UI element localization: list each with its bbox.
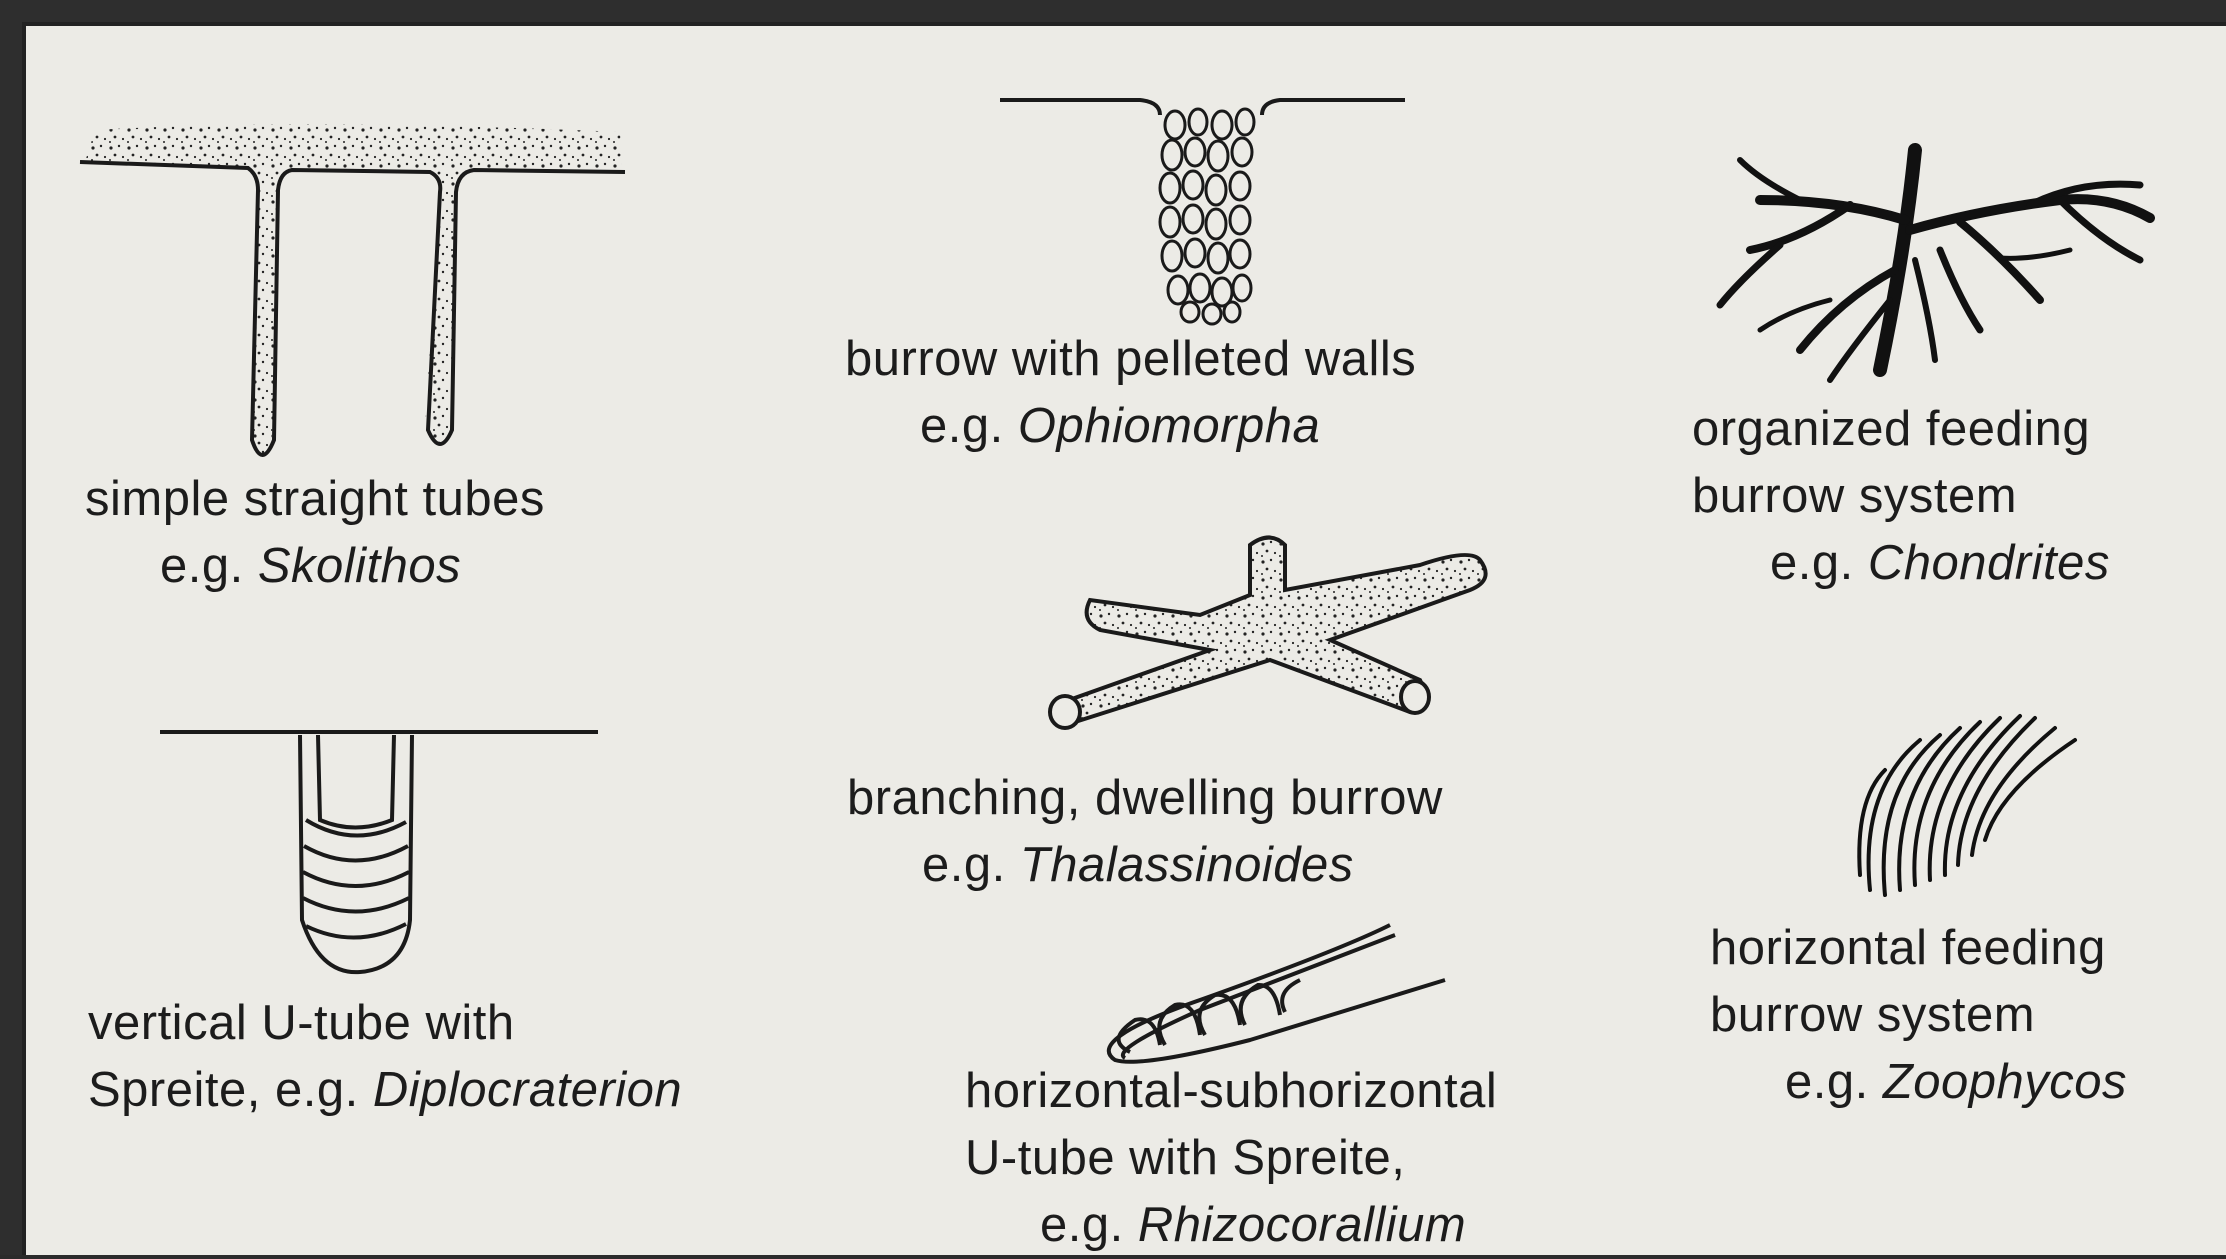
caption-ophiomorpha-line2: e.g. Ophiomorpha [845, 393, 1416, 460]
caption-ophiomorpha: burrow with pelleted walls e.g. Ophiomor… [845, 326, 1416, 460]
caption-chondrites-line2: burrow system [1692, 463, 2110, 530]
skolithos-illustration [80, 124, 625, 455]
caption-zoophycos-genus: Zoophycos [1883, 1055, 2127, 1109]
caption-rhizocorallium-line2: U-tube with Spreite, [965, 1125, 1497, 1192]
caption-ophiomorpha-genus: Ophiomorpha [1018, 399, 1320, 453]
caption-diplocraterion: vertical U-tube with Spreite, e.g. Diplo… [88, 990, 682, 1124]
rhizocorallium-illustration [1109, 925, 1445, 1062]
chondrites-illustration [1720, 150, 2150, 380]
caption-rhizocorallium-line3: e.g. Rhizocorallium [965, 1192, 1497, 1259]
caption-zoophycos-eg: e.g. [1785, 1055, 1869, 1109]
caption-ophiomorpha-eg: e.g. [920, 399, 1004, 453]
caption-thalassinoides-genus: Thalassinoides [1020, 838, 1354, 892]
caption-zoophycos: horizontal feeding burrow system e.g. Zo… [1710, 915, 2127, 1116]
caption-skolithos-eg: e.g. [160, 539, 244, 593]
caption-thalassinoides-eg: e.g. [922, 838, 1006, 892]
caption-diplocraterion-prefix: Spreite, e.g. [88, 1063, 359, 1117]
ophiomorpha-illustration [1000, 100, 1405, 324]
caption-zoophycos-line3: e.g. Zoophycos [1710, 1049, 2127, 1116]
caption-thalassinoides-line1: branching, dwelling burrow [847, 765, 1443, 832]
caption-zoophycos-line2: burrow system [1710, 982, 2127, 1049]
caption-rhizocorallium-line1: horizontal-subhorizontal [965, 1058, 1497, 1125]
caption-diplocraterion-genus: Diplocraterion [373, 1063, 682, 1117]
caption-chondrites-eg: e.g. [1770, 536, 1854, 590]
diplocraterion-illustration [160, 732, 598, 972]
caption-chondrites: organized feeding burrow system e.g. Cho… [1692, 396, 2110, 597]
caption-diplocraterion-line2: Spreite, e.g. Diplocraterion [88, 1057, 682, 1124]
caption-thalassinoides: branching, dwelling burrow e.g. Thalassi… [847, 765, 1443, 899]
caption-skolithos-line1: simple straight tubes [85, 466, 545, 533]
caption-diplocraterion-line1: vertical U-tube with [88, 990, 682, 1057]
caption-ophiomorpha-line1: burrow with pelleted walls [845, 326, 1416, 393]
caption-chondrites-line1: organized feeding [1692, 396, 2110, 463]
caption-zoophycos-line1: horizontal feeding [1710, 915, 2127, 982]
caption-chondrites-line3: e.g. Chondrites [1692, 530, 2110, 597]
caption-skolithos: simple straight tubes e.g. Skolithos [85, 466, 545, 600]
zoophycos-illustration [1859, 716, 2075, 895]
caption-skolithos-line2: e.g. Skolithos [85, 533, 545, 600]
caption-chondrites-genus: Chondrites [1868, 536, 2110, 590]
thalassinoides-illustration [1050, 538, 1486, 729]
caption-skolithos-genus: Skolithos [258, 539, 461, 593]
caption-thalassinoides-line2: e.g. Thalassinoides [847, 832, 1443, 899]
caption-rhizocorallium-eg: e.g. [1040, 1198, 1124, 1252]
caption-rhizocorallium: horizontal-subhorizontal U-tube with Spr… [965, 1058, 1497, 1259]
caption-rhizocorallium-genus: Rhizocorallium [1138, 1198, 1466, 1252]
